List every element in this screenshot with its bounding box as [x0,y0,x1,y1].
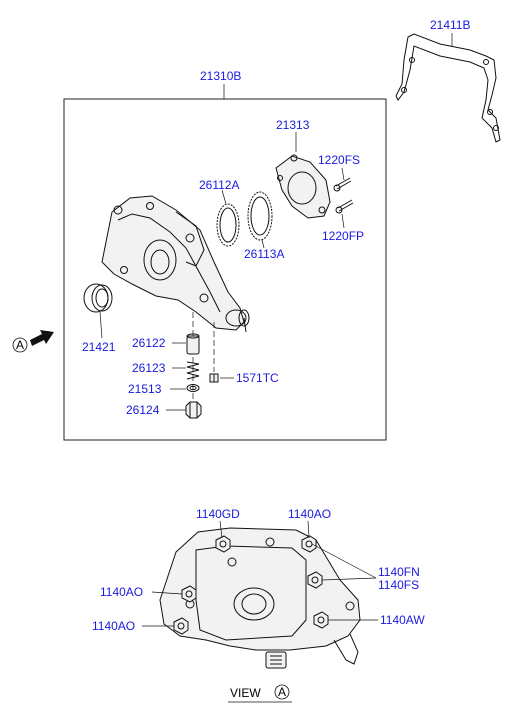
label-1140fs: 1140FS [378,578,419,592]
label-26124: 26124 [126,403,160,417]
view-a-arrow: A [12,330,54,353]
leader-1140fn [321,577,377,581]
label-1140gd: 1140GD [196,507,240,521]
label-1140ao-left: 1140AO [100,585,143,599]
washer-21513 [186,384,200,392]
label-1220fs: 1220FS [318,153,360,167]
label-21310b: 21310B [200,69,241,83]
leader-1140ao-top [307,520,310,539]
bolt-head-ao-left [181,585,197,603]
bolt-1220fp [335,199,354,214]
bolt-head-fn [307,571,323,589]
view-a-circle [12,337,28,353]
assembly-frame [63,98,387,441]
inner-gear-26113a [247,191,273,241]
spring-26123 [186,361,200,380]
oil-seal-21421 [83,283,113,313]
leader-1220fs [341,167,345,181]
screw-1571tc [209,373,219,383]
label-1140ao-top: 1140AO [288,507,331,521]
leader-26112a [221,189,227,205]
gasket-21411b [395,33,501,143]
bolt-head-ao-low [173,617,189,635]
bolt-head-gd [215,535,231,553]
view-a-letter: A [16,338,24,352]
label-1140ao-low: 1140AO [92,619,135,633]
label-21313: 21313 [276,118,310,132]
label-26122: 26122 [132,336,166,350]
plunger-26122 [186,333,200,355]
leader-1140ao-left [151,591,183,595]
label-1571tc: 1571TC [236,371,279,385]
pump-body [101,195,250,333]
label-1140aw: 1140AW [380,613,425,627]
label-1140fn: 1140FN [378,565,420,579]
label-21421: 21421 [82,340,116,354]
view-caption-letter: A [278,685,286,699]
outer-gear-26112a [216,203,240,247]
bolt-head-ao-top [301,535,317,553]
plug-26124 [185,401,202,419]
view-caption-text: VIEW [230,686,261,700]
view-a-arrow-icon [30,330,54,346]
leader-26113a [261,239,265,249]
label-21411b: 21411B [430,18,470,32]
leader-1140fn-ao-link [311,543,377,579]
label-1220fp: 1220FP [322,229,364,243]
label-26113a: 26113A [244,247,284,261]
label-26123: 26123 [132,361,166,375]
leader-1140gd [219,520,223,539]
bolt-head-aw [313,611,329,629]
cover-plate-21313 [275,154,331,219]
leader-1220fp [341,213,345,229]
bolt-1220fs [333,177,352,192]
leader-21421 [99,311,103,339]
label-26112a: 26112A [199,178,239,192]
label-21513: 21513 [128,382,162,396]
view-caption-circle [274,684,290,700]
